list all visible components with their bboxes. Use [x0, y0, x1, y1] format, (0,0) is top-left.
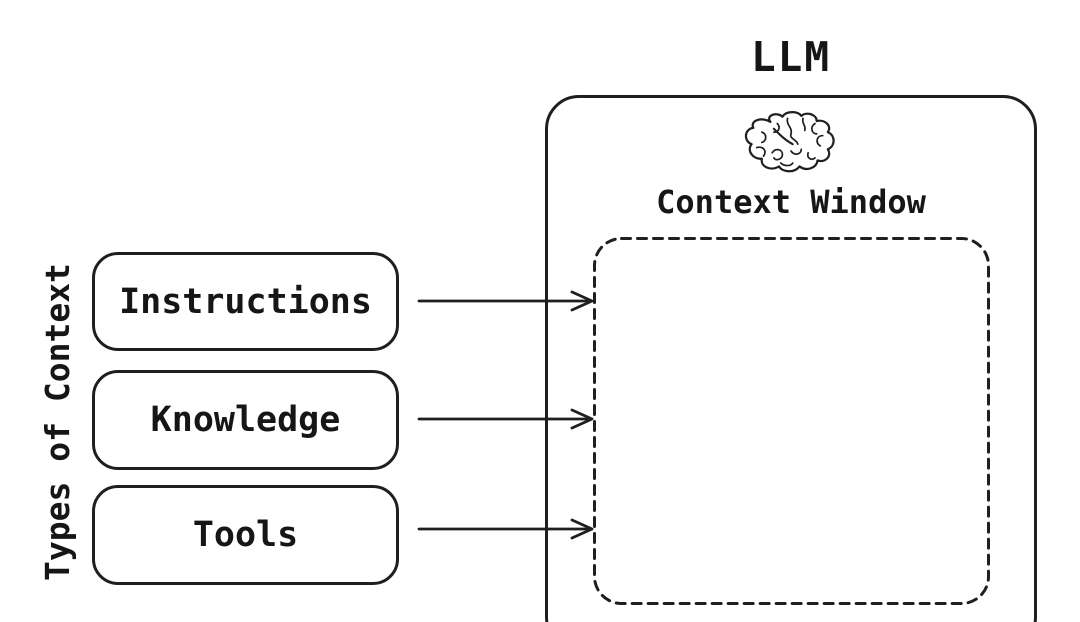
llm-container-box: Context Window [545, 95, 1037, 622]
node-knowledge-label: Knowledge [150, 400, 341, 440]
side-label-types-of-context: Types of Context [38, 263, 77, 581]
llm-title: LLM [750, 33, 832, 81]
node-knowledge: Knowledge [92, 370, 399, 470]
node-instructions-label: Instructions [119, 281, 372, 322]
context-window-label: Context Window [656, 183, 926, 221]
context-window-box [593, 237, 990, 605]
brain-icon [744, 110, 835, 173]
node-tools-label: Tools [192, 515, 299, 555]
node-tools: Tools [92, 485, 399, 585]
node-instructions: Instructions [92, 252, 399, 351]
